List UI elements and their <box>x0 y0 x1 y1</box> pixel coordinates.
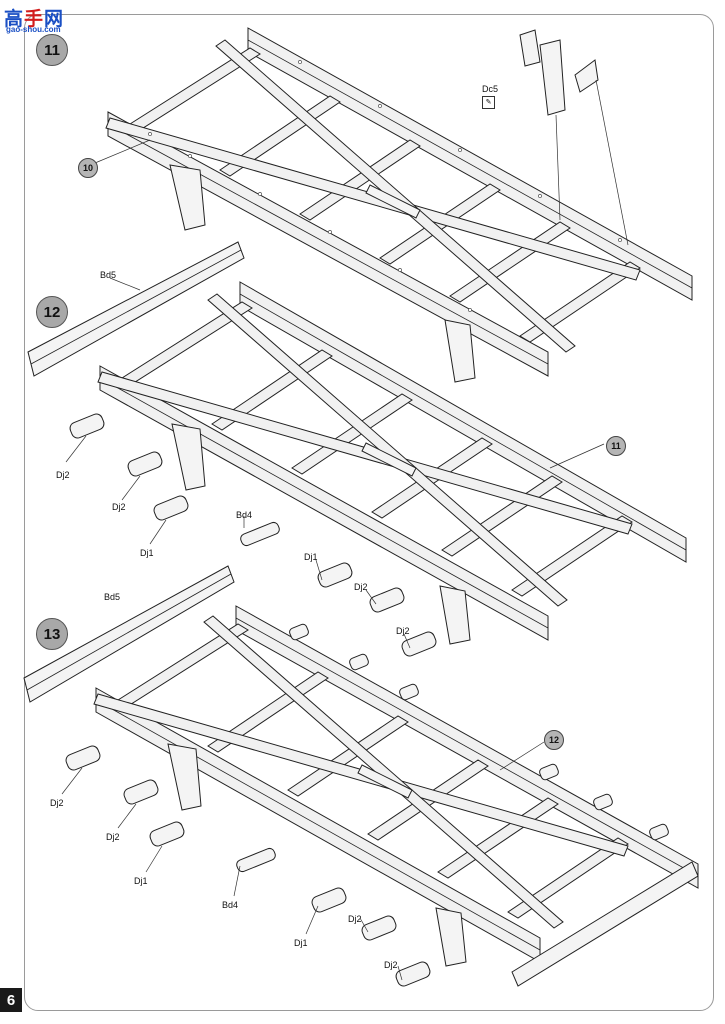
dj-parts-13 <box>61 741 545 987</box>
ref-badge-10: 10 <box>78 158 98 178</box>
glue-icon: ✎ <box>482 96 495 109</box>
callout-dj2-12c: Dj2 <box>354 582 368 592</box>
callout-dj1-13a: Dj1 <box>134 876 148 886</box>
step-badge-13: 13 <box>36 618 68 650</box>
dj-right-13 <box>289 623 669 841</box>
step-11-chassis <box>94 27 693 383</box>
callout-dj2-12b: Dj2 <box>112 502 126 512</box>
callout-bd4-13: Bd4 <box>222 900 239 910</box>
callout-dj1-13b: Dj1 <box>294 938 308 948</box>
callout-dj2-13c: Dj2 <box>348 914 362 924</box>
bd5-part-12 <box>27 241 245 377</box>
callout-dj2-13a: Dj2 <box>50 798 64 808</box>
callout-bd5-12: Bd5 <box>100 270 117 280</box>
dj-parts-12 <box>65 277 605 657</box>
callout-dj1-12b: Dj1 <box>304 552 318 562</box>
logo-text: 高手网 <box>4 8 65 30</box>
callout-dj2-13d: Dj2 <box>384 960 398 970</box>
step-badge-12: 12 <box>36 296 68 328</box>
step-badge-11: 11 <box>36 34 68 66</box>
callout-dj2-12a: Dj2 <box>56 470 70 480</box>
callout-dj2-13b: Dj2 <box>106 832 120 842</box>
page-number: 6 <box>0 988 22 1012</box>
bd5-part-13 <box>23 565 235 703</box>
logo-url: gao-shou.com <box>6 25 61 34</box>
callout-dc5: Dc5 <box>482 84 499 94</box>
callout-bd4-12: Bd4 <box>236 510 253 520</box>
step-12-chassis <box>97 281 687 645</box>
ref-badge-11: 11 <box>606 436 626 456</box>
callout-dj2-12d: Dj2 <box>396 626 410 636</box>
callout-bd5-13: Bd5 <box>104 592 121 602</box>
callout-dj1-12a: Dj1 <box>140 548 154 558</box>
step-13-chassis <box>93 605 699 987</box>
dc5-part <box>539 39 566 116</box>
site-logo: 高手网 gao-shou.com <box>4 4 70 38</box>
ref-badge-12: 12 <box>544 730 564 750</box>
